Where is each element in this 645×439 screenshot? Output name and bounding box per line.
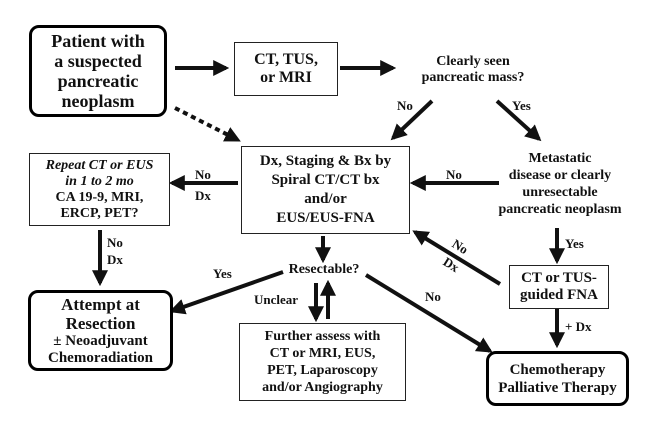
guided-fna-box: CT or TUS- guided FNA (509, 265, 609, 309)
repeat-line-1: Repeat CT or EUS (45, 157, 154, 173)
fna-line-1: CT or TUS- (521, 270, 597, 286)
repeat-box: Repeat CT or EUS in 1 to 2 mo CA 19-9, M… (29, 153, 170, 226)
patient-line-3: pancreatic (57, 71, 139, 91)
patient-line-2: a suspected (54, 51, 142, 71)
metastatic-line-4: pancreatic neoplasm (498, 202, 622, 217)
chemo-line-1: Chemotherapy (509, 361, 606, 378)
label-clearly-yes: Yes (512, 98, 531, 113)
label-dx-dx: Dx (195, 188, 211, 203)
attempt-resection-box: Attempt at Resection ± Neoadjuvant Chemo… (28, 290, 173, 371)
metastatic-line-3: unresectable (522, 185, 598, 200)
imaging-line-1: CT, TUS, (254, 51, 318, 68)
label-resectable-yes: Yes (213, 266, 232, 281)
arrow-fna-to-dx (412, 230, 502, 286)
chemo-line-2: Palliative Therapy (498, 379, 617, 396)
attempt-line-1: Attempt at (61, 294, 140, 314)
imaging-box: CT, TUS, or MRI (234, 42, 338, 96)
metastatic-text: Metastatic disease or clearly unresectab… (495, 150, 625, 218)
patient-line-4: neoplasm (61, 91, 135, 111)
fna-line-2: guided FNA (520, 287, 598, 303)
repeat-line-2: in 1 to 2 mo (65, 173, 134, 189)
label-clearly-no: No (397, 98, 413, 113)
patient-line-1: Patient with (51, 31, 145, 51)
label-repeat-no: No (107, 235, 123, 250)
metastatic-line-1: Metastatic (528, 151, 592, 166)
label-dx-no: No (195, 167, 211, 182)
arrow-clearly-yes-to-metastatic (495, 99, 542, 142)
further-line-1: Further assess with (264, 329, 381, 344)
chemotherapy-box: Chemotherapy Palliative Therapy (486, 351, 629, 406)
further-line-4: and/or Angiography (262, 380, 383, 395)
further-assess-box: Further assess with CT or MRI, EUS, PET,… (239, 323, 406, 401)
repeat-line-3: CA 19-9, MRI, (55, 189, 144, 205)
label-resectable-unclear: Unclear (254, 292, 299, 307)
clearly-seen-question: Clearly seen pancreatic mass? (398, 54, 548, 86)
arrow-patient-to-dx-dotted (174, 106, 241, 142)
dx-staging-box: Dx, Staging & Bx by Spiral CT/CT bx and/… (241, 146, 410, 234)
label-metastatic-no: No (446, 167, 462, 182)
dx-line-3: and/or (304, 191, 347, 207)
further-line-2: CT or MRI, EUS, (269, 346, 376, 361)
label-metastatic-yes: Yes (565, 236, 584, 251)
clearly-seen-line-1: Clearly seen (436, 54, 510, 69)
imaging-line-2: or MRI (260, 69, 312, 86)
repeat-line-4: ERCP, PET? (60, 205, 139, 221)
label-fna-plus-dx: + Dx (565, 319, 592, 334)
label-resectable-no: No (425, 289, 441, 304)
attempt-line-2: Resection (65, 313, 136, 333)
resectable-question: Resectable? (288, 262, 360, 277)
metastatic-line-2: disease or clearly (508, 168, 612, 183)
arrow-resectable-to-chemo (364, 273, 493, 353)
clearly-seen-line-2: pancreatic mass? (421, 70, 525, 85)
dx-line-2: Spiral CT/CT bx (271, 172, 380, 188)
patient-box: Patient with a suspected pancreatic neop… (29, 25, 167, 117)
dx-line-1: Dx, Staging & Bx by (259, 153, 392, 169)
attempt-line-3: ± Neoadjuvant (53, 332, 148, 349)
dx-line-4: EUS/EUS-FNA (276, 210, 375, 226)
arrow-resectable-to-attempt (168, 270, 284, 315)
further-line-3: PET, Laparoscopy (267, 363, 378, 378)
attempt-line-4: Chemoradiation (48, 349, 153, 366)
label-repeat-dx: Dx (107, 252, 123, 267)
arrow-clearly-no-to-dx (390, 99, 434, 141)
